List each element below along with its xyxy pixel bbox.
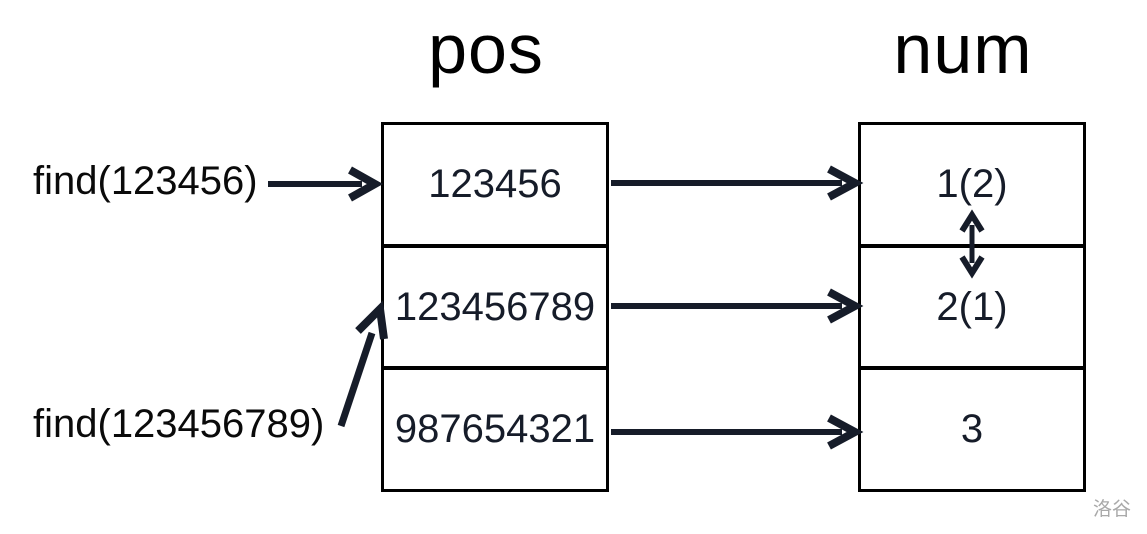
num-cell-2-value: 2(1) <box>936 284 1008 329</box>
pos-cell-2: 123456789 <box>384 248 606 371</box>
watermark-luogu: 洛谷 <box>1092 499 1131 520</box>
pos-table: 123456 123456789 987654321 <box>381 122 609 492</box>
num-table-title: num <box>893 10 1033 88</box>
num-cell-1-value: 1(2) <box>936 161 1008 206</box>
num-cell-2: 2(1) <box>861 248 1083 371</box>
find-123456-arrow <box>268 166 384 202</box>
num-cell-1: 1(2) <box>861 125 1083 248</box>
pos-cell-2-value: 123456789 <box>394 284 596 329</box>
find-123456789-arrow <box>337 300 388 428</box>
pos-row1-to-num-row1-arrow <box>611 165 864 201</box>
pos-cell-1-value: 123456 <box>428 161 562 206</box>
pos-cell-1: 123456 <box>384 125 606 248</box>
pos-table-title: pos <box>428 10 544 88</box>
num-cell-3: 3 <box>861 370 1083 489</box>
pos-cell-3-value: 987654321 <box>394 407 596 452</box>
pos-row3-to-num-row3-arrow <box>611 414 864 450</box>
pos-row2-to-num-row2-arrow <box>611 288 864 324</box>
pos-cell-3: 987654321 <box>384 370 606 489</box>
find-123456-label: find(123456) <box>33 159 258 203</box>
find-123456789-label: find(123456789) <box>33 402 325 446</box>
num-table: 1(2) 2(1) 3 <box>858 122 1086 492</box>
num-cell-3-value: 3 <box>960 407 984 452</box>
